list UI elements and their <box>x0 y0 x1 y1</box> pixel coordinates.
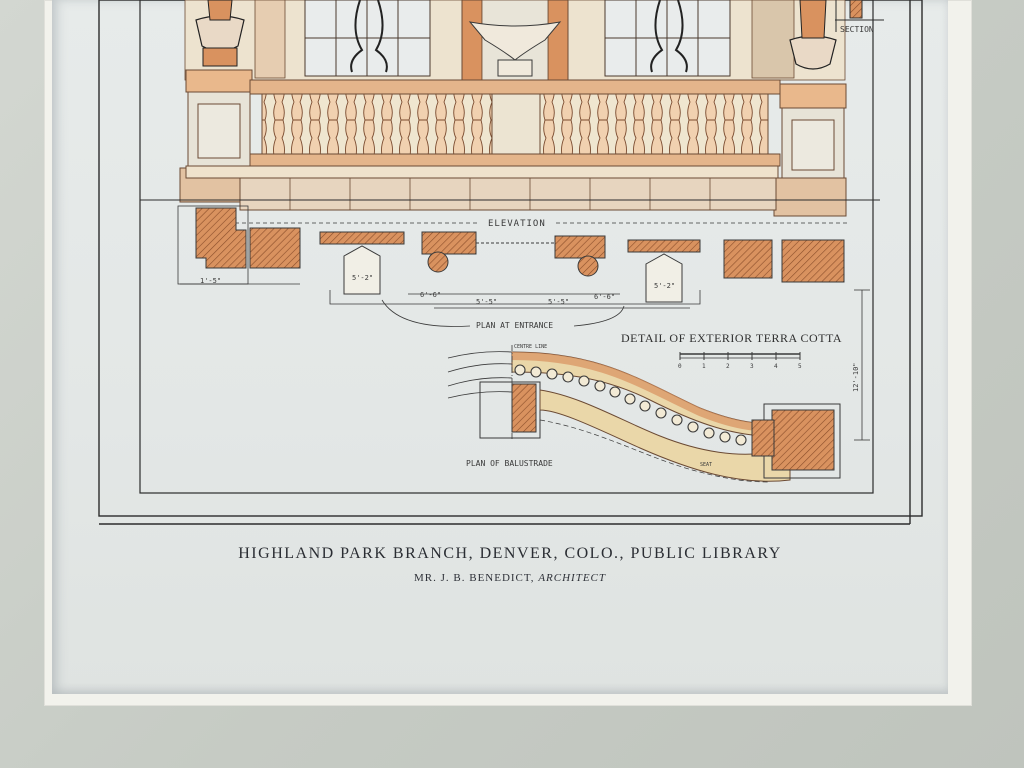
seat-label: SEAT <box>700 462 712 468</box>
svg-text:5'-5": 5'-5" <box>548 298 569 306</box>
centre-line-label: CENTRE LINE <box>514 344 547 350</box>
plan-balustrade-label: PLAN OF BALUSTRADE <box>466 459 553 468</box>
elevation-drawing <box>140 0 880 217</box>
architect-name: MR. J. B. BENEDICT, <box>414 572 535 584</box>
svg-text:6'-6": 6'-6" <box>594 293 615 301</box>
elevation-label: ELEVATION <box>488 219 546 229</box>
architect-role: ARCHITECT <box>538 572 606 584</box>
detail-title: DETAIL OF EXTERIOR TERRA COTTA <box>621 331 842 345</box>
plan-entrance-label: PLAN AT ENTRANCE <box>476 321 553 330</box>
plan-at-entrance: 5'-2" 6'-6" 5'-5" 5'-5" 6'-6" 5'-2" 1'-5… <box>177 205 845 327</box>
inner-border <box>139 0 874 494</box>
svg-text:12'-10": 12'-10" <box>852 362 860 392</box>
svg-text:0: 0 <box>678 363 682 370</box>
svg-text:2: 2 <box>726 363 730 370</box>
svg-text:5'-5": 5'-5" <box>476 298 497 306</box>
svg-text:5: 5 <box>798 363 802 370</box>
svg-text:5'-2": 5'-2" <box>654 282 675 290</box>
svg-text:4: 4 <box>774 363 778 370</box>
section-fragment: SECTION <box>835 0 884 34</box>
svg-text:5'-2": 5'-2" <box>352 274 373 282</box>
plate-subtitle: MR. J. B. BENEDICT, ARCHITECT <box>160 572 860 584</box>
plate-title: HIGHLAND PARK BRANCH, DENVER, COLO., PUB… <box>238 545 782 562</box>
svg-text:3: 3 <box>750 363 754 370</box>
svg-text:1: 1 <box>702 363 706 370</box>
outer-border <box>98 0 923 517</box>
plan-of-balustrade: 12'-10" CENTRE LINE SEAT <box>447 289 870 483</box>
section-label: SECTION <box>840 25 874 34</box>
scale-bar: 0 1 2 3 4 5 <box>678 352 802 370</box>
svg-text:1'-5": 1'-5" <box>200 277 221 285</box>
svg-text:6'-6": 6'-6" <box>420 291 441 299</box>
